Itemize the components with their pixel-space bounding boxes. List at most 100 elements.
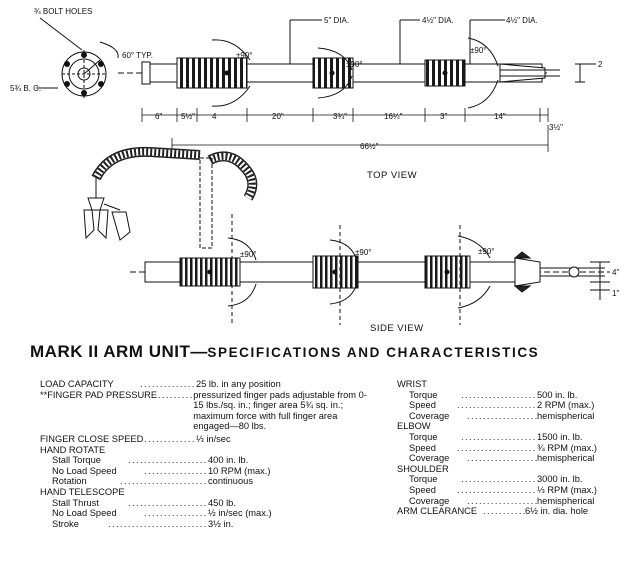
spec-row: Torque.....................500 in. lb. xyxy=(397,390,637,401)
spec-value: continuous xyxy=(208,476,253,487)
spec-value: ⅓ in/sec xyxy=(196,433,231,444)
dim-top-6: 3" xyxy=(440,112,447,121)
spec-value: 6½ in. dia. hole xyxy=(525,506,589,517)
spec-label: Rotation xyxy=(52,476,87,487)
overall-length: 66½" xyxy=(360,142,379,151)
typ-angle-label: 60° TYP. xyxy=(122,51,153,60)
spec-row: No Load Speed..................½ in/sec … xyxy=(40,508,370,519)
dim-top-7: 14" xyxy=(494,112,506,121)
spec-value: ½ in/sec (max.) xyxy=(208,508,272,519)
spec-value: 10 RPM (max.) xyxy=(208,465,271,476)
spec-row: **FINGER PAD PRESSURE..........pressuriz… xyxy=(40,390,370,432)
dim-top-0: 6" xyxy=(155,112,162,121)
dia-5-label: 5" DIA. xyxy=(324,16,349,25)
dim-top-4: 3¾" xyxy=(333,112,347,121)
spec-row: Coverage...................hemispherical xyxy=(397,453,637,464)
rotation-label-elbow: ±90° xyxy=(346,60,363,69)
spec-value: 3000 in. lb. xyxy=(537,474,583,485)
spec-label: Coverage xyxy=(409,495,450,506)
dim-top-2: 4 xyxy=(212,112,217,121)
spec-row: FINGER CLOSE SPEED..............⅓ in/sec xyxy=(40,433,231,444)
rotation-label-wrist: ±90° xyxy=(470,46,487,55)
title-sub: SPECIFICATIONS AND CHARACTERISTICS xyxy=(207,345,540,360)
spec-value: 2 RPM (max.) xyxy=(537,400,595,411)
spec-label: Stroke xyxy=(52,518,79,529)
spec-row: ARM CLEARANCE............6½ in. dia. hol… xyxy=(397,506,589,517)
top-dimension-chain xyxy=(141,108,549,152)
spec-header: WRIST xyxy=(397,379,427,389)
page-title: MARK II ARM UNIT—SPECIFICATIONS AND CHAR… xyxy=(30,342,630,362)
bolt-flange-detail xyxy=(36,17,119,98)
spec-value: 400 in. lb. xyxy=(208,455,249,466)
title-dash: — xyxy=(190,342,208,361)
spec-row: No Load Speed..................10 RPM (m… xyxy=(40,466,370,477)
title-main: MARK II ARM UNIT xyxy=(30,342,191,361)
spec-label: **FINGER PAD PRESSURE xyxy=(40,389,158,400)
specs-left-column: LOAD CAPACITY................25 lb. in a… xyxy=(40,379,370,529)
spec-row: Speed......................2 RPM (max.) xyxy=(397,400,637,411)
spec-row: Speed......................⅓ RPM (max.) xyxy=(397,485,637,496)
spec-value: hemispherical xyxy=(537,410,595,421)
spec-row: Rotation........................continuo… xyxy=(40,476,370,487)
spec-label: LOAD CAPACITY xyxy=(40,379,114,389)
spec-label: FINGER CLOSE SPEED xyxy=(40,433,144,444)
spec-value: hemispherical xyxy=(537,453,595,464)
spec-value: ¾ RPM (max.) xyxy=(537,442,597,453)
dim-top-1: 5½" xyxy=(181,112,195,121)
spec-row: Coverage...................hemispherical xyxy=(397,496,637,507)
spec-value: pressurized finger pads adjustable from … xyxy=(193,389,367,432)
spec-header: SHOULDER xyxy=(397,463,449,474)
spec-row: Stroke...........................3½ in. xyxy=(40,519,370,530)
bolt-holes-label: ¾ BOLT HOLES xyxy=(34,7,92,16)
top-view-arm xyxy=(118,19,596,109)
spec-value: 1500 in. lb. xyxy=(537,431,583,442)
side-rotation-elbow: ±90° xyxy=(355,248,372,257)
spec-label: Coverage xyxy=(409,410,450,421)
side-rotation-shoulder: ±90° xyxy=(240,250,257,259)
dim-top-8: 3½" xyxy=(549,123,563,132)
spec-header: HAND ROTATE xyxy=(40,444,106,455)
rotation-label-shoulder: ±90° xyxy=(236,51,253,60)
spec-label: Stall Torque xyxy=(52,455,101,466)
spec-value: 3½ in. xyxy=(208,518,234,529)
spec-value: 25 lb. in any position xyxy=(196,379,281,389)
spec-row: Stall Thrust......................450 lb… xyxy=(40,498,370,509)
dia-4-5-label-a: 4½" DIA. xyxy=(422,16,454,25)
spec-row: Stall Torque......................400 in… xyxy=(40,455,370,466)
bolt-circle-label: 5¾ B. C. xyxy=(10,84,41,93)
side-rotation-wrist: ±90° xyxy=(478,247,495,256)
spec-label: Speed xyxy=(409,484,436,495)
spec-label: Torque xyxy=(409,474,438,485)
spec-header: ELBOW xyxy=(397,421,431,432)
spec-label: No Load Speed xyxy=(52,465,117,476)
side-view-arm xyxy=(130,214,610,325)
spec-label: Coverage xyxy=(409,453,450,464)
arm-engineering-drawing: ¾ BOLT HOLES 60° TYP. 5¾ B. C. 5" DIA. 4… xyxy=(10,7,619,334)
spec-row: Torque.....................3000 in. lb. xyxy=(397,474,637,485)
spec-value: 500 in. lb. xyxy=(537,389,578,400)
spec-label: Stall Thrust xyxy=(52,497,99,508)
spec-row: Coverage...................hemispherical xyxy=(397,411,637,422)
dim-top-5: 16¼" xyxy=(384,112,403,121)
spec-value: hemispherical xyxy=(537,495,595,506)
dia-4-5-label-b: 4½" DIA. xyxy=(506,16,538,25)
dim-1-label: 1" xyxy=(612,289,619,298)
specs-right-column: WRIST Torque.....................500 in.… xyxy=(397,379,637,517)
spec-row: LOAD CAPACITY................25 lb. in a… xyxy=(40,379,281,389)
top-view-label: TOP VIEW xyxy=(367,170,417,181)
spec-row: Torque.....................1500 in. lb. xyxy=(397,432,637,443)
spec-value: ⅓ RPM (max.) xyxy=(537,484,597,495)
spec-value: 450 lb. xyxy=(208,497,236,508)
spec-row: Speed......................¾ RPM (max.) xyxy=(397,443,637,454)
spec-header: HAND TELESCOPE xyxy=(40,486,125,497)
dim-2-label: 2 xyxy=(598,60,603,69)
spec-label: Speed xyxy=(409,400,436,411)
dim-4-label: 4" xyxy=(612,268,619,277)
folded-arm-sketch xyxy=(83,146,258,249)
side-view-label: SIDE VIEW xyxy=(370,323,424,334)
spec-label: No Load Speed xyxy=(52,508,117,519)
spec-label: ARM CLEARANCE xyxy=(397,506,478,517)
dim-top-3: 20" xyxy=(272,112,284,121)
spec-label: Torque xyxy=(409,431,438,442)
spec-label: Torque xyxy=(409,389,438,400)
